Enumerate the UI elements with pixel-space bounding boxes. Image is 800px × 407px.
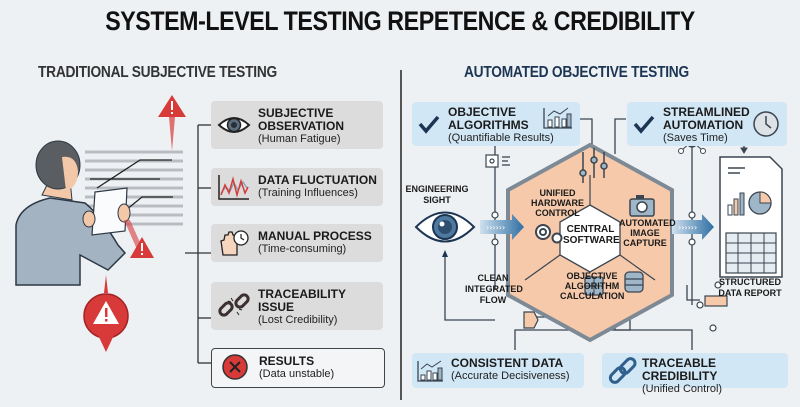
label-line: SIGHT: [423, 195, 451, 205]
data-fluctuation-card: DATA FLUCTUATION (Training Influences): [211, 168, 383, 206]
card-title: CONSISTENT DATA: [451, 356, 564, 370]
card-title: OBJECTIVE: [448, 105, 517, 119]
traceable-credibility-card: TRACEABLE CREDIBILITY (Unified Control): [602, 353, 788, 395]
card-subtitle: (Accurate Decisiveness): [451, 370, 570, 382]
label-line: FLOW: [479, 295, 507, 305]
card-title: MANUAL PROCESS: [258, 229, 372, 243]
flow-arrow-icon: ›››››› ››››››: [480, 214, 714, 240]
page-title: SYSTEM-LEVEL TESTING REPETENCE & CREDIBI…: [105, 6, 695, 36]
subjective-observation-card: SUBJECTIVE OBSERVATION (Human Fatigue): [211, 101, 383, 149]
engineering-sight-label: ENGINEERING SIGHT: [404, 184, 470, 206]
label-line: CALCULATION: [560, 291, 625, 301]
card-subtitle: (Lost Credibility): [258, 314, 338, 326]
warning-pin-icon: [83, 275, 129, 352]
section-divider: [400, 70, 402, 400]
engineering-eye-icon: [414, 211, 476, 257]
algorithm-calculation-label: OBJECTIVE ALGORITHM CALCULATION: [560, 271, 624, 301]
label-line: ENGINEERING: [405, 184, 469, 194]
card-subtitle: (Data unstable): [259, 368, 335, 380]
label-line: OBJECTIVE: [566, 271, 618, 281]
card-title: SUBJECTIVE: [258, 106, 334, 120]
automated-heading: AUTOMATED OBJECTIVE TESTING: [464, 64, 689, 81]
traceability-issue-card: TRACEABILITY ISSUE (Lost Credibility): [211, 282, 383, 330]
camera-icon: [629, 195, 655, 217]
label-line: HARDWARE: [531, 198, 584, 208]
streamlined-automation-card: STREAMLINED AUTOMATION (Saves Time): [627, 102, 787, 146]
bar-chart-icon: [543, 107, 572, 129]
central-software-label: CENTRAL SOFTWARE: [563, 224, 620, 246]
clock-icon: [753, 111, 779, 137]
structured-report-label: STRUCTURED DATA REPORT: [712, 277, 788, 299]
growth-chart-icon: [417, 360, 443, 382]
hardware-control-label: UNIFIED HARDWARE CONTROL: [530, 188, 585, 218]
sliders-icon: [579, 148, 608, 183]
label-line: CLEAN: [477, 273, 509, 283]
card-title: STREAMLINED: [663, 105, 750, 119]
left-connector-tree: [185, 124, 211, 364]
card-subtitle: (Time-consuming): [258, 243, 347, 255]
label-line: CENTRAL: [566, 224, 615, 235]
gears-icon: [535, 224, 563, 244]
calculator-icon: [584, 276, 604, 296]
label-line: IMAGE: [630, 228, 660, 238]
chain-link-icon: [608, 357, 637, 384]
automation-diagram: ›››››› ››››››: [414, 116, 783, 350]
label-line: UNIFIED: [539, 188, 576, 198]
card-title: AUTOMATION: [663, 118, 744, 132]
traditional-heading: TRADITIONAL SUBJECTIVE TESTING: [38, 64, 277, 81]
card-title: DATA FLUCTUATION: [258, 173, 377, 187]
broken-chain-icon: [218, 293, 250, 317]
node-icon: [485, 136, 728, 332]
svg-text:››››››: ››››››: [486, 223, 505, 232]
card-subtitle: (Saves Time): [663, 132, 728, 144]
report-document-icon: [719, 156, 783, 278]
card-title: RESULTS: [259, 354, 315, 368]
label-line: ALGORITHM: [564, 281, 620, 291]
results-card: RESULTS (Data unstable): [211, 348, 385, 388]
card-title: ISSUE: [258, 300, 295, 314]
label-line: AUTOMATED: [619, 218, 676, 228]
clean-flow-label: CLEAN INTEGRATED FLOW: [465, 273, 523, 306]
label-line: DATA REPORT: [718, 288, 782, 298]
fluctuating-chart-icon: [218, 175, 249, 200]
label-line: SOFTWARE: [563, 235, 620, 246]
label-line: STRUCTURED: [719, 277, 781, 287]
label-line: CONTROL: [535, 208, 580, 218]
eye-icon: [217, 117, 251, 133]
card-subtitle: (Quantifiable Results): [448, 132, 554, 144]
checkmark-icon: [418, 115, 440, 134]
card-title: TRACEABILITY: [258, 287, 346, 301]
checkmark-icon: [633, 115, 655, 134]
tester-illustration: [15, 95, 186, 352]
card-subtitle: (Human Fatigue): [258, 133, 341, 145]
card-subtitle: (Unified Control): [642, 383, 723, 395]
card-title: TRACEABLE CREDIBILITY: [642, 356, 718, 383]
database-icon: [624, 271, 644, 293]
card-title: OBSERVATION: [258, 119, 345, 133]
label-line: CAPTURE: [623, 238, 667, 248]
label-line: INTEGRATED: [465, 284, 523, 294]
consistent-data-card: CONSISTENT DATA (Accurate Decisiveness): [412, 353, 584, 388]
x-circle-icon: [222, 354, 248, 380]
hand-clock-icon: [220, 230, 249, 256]
image-capture-label: AUTOMATED IMAGE CAPTURE: [619, 218, 676, 248]
card-subtitle: (Training Influences): [258, 187, 358, 199]
card-title: ALGORITHMS: [448, 118, 529, 132]
svg-text:››››››: ››››››: [678, 223, 697, 232]
manual-process-card: MANUAL PROCESS (Time-consuming): [211, 224, 383, 262]
objective-algorithms-card: OBJECTIVE ALGORITHMS (Quantifiable Resul…: [412, 102, 580, 146]
